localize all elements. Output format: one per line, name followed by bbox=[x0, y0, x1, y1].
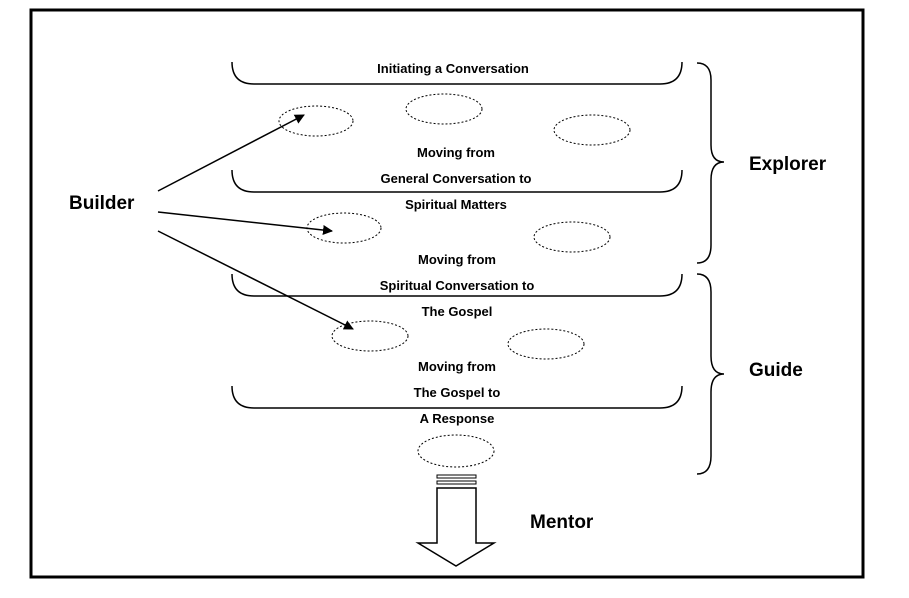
stage2-line2: General Conversation to bbox=[381, 171, 532, 186]
stage3-line1: Moving from bbox=[418, 252, 496, 267]
arrow-stripe bbox=[436, 480, 477, 485]
person-ellipse bbox=[306, 212, 382, 244]
person-ellipse bbox=[553, 114, 631, 146]
stage4-line2: The Gospel to bbox=[414, 385, 501, 400]
stage4-line3: A Response bbox=[420, 411, 495, 426]
explorer-label: Explorer bbox=[749, 154, 827, 175]
builder-label: Builder bbox=[69, 193, 135, 214]
builder-arrow-2 bbox=[157, 211, 333, 235]
stage3-line2: Spiritual Conversation to bbox=[380, 278, 535, 293]
guide-brace bbox=[696, 273, 725, 475]
builder-arrow-1 bbox=[157, 114, 305, 192]
level-bracket-2 bbox=[231, 169, 683, 193]
level-bracket-4 bbox=[231, 385, 683, 409]
person-ellipse bbox=[533, 221, 611, 253]
guide-label: Guide bbox=[749, 360, 803, 381]
stage3-line3: The Gospel bbox=[422, 304, 493, 319]
level-bracket-1 bbox=[231, 61, 683, 85]
outer-frame bbox=[29, 8, 865, 579]
stage2-line3: Spiritual Matters bbox=[405, 197, 507, 212]
stage4-line1: Moving from bbox=[418, 359, 496, 374]
arrow-stripe bbox=[436, 474, 477, 479]
explorer-brace bbox=[696, 62, 725, 264]
person-ellipse bbox=[417, 434, 495, 468]
person-ellipse bbox=[278, 105, 354, 137]
stage2-line1: Moving from bbox=[417, 145, 495, 160]
stage1-title: Initiating a Conversation bbox=[377, 61, 529, 76]
person-ellipse bbox=[405, 93, 483, 125]
level-bracket-3 bbox=[231, 273, 683, 297]
builder-arrow-3 bbox=[157, 230, 354, 330]
down-arrow-icon bbox=[415, 487, 497, 567]
person-ellipse bbox=[507, 328, 585, 360]
person-ellipse bbox=[331, 320, 409, 352]
mentor-label: Mentor bbox=[530, 512, 594, 533]
